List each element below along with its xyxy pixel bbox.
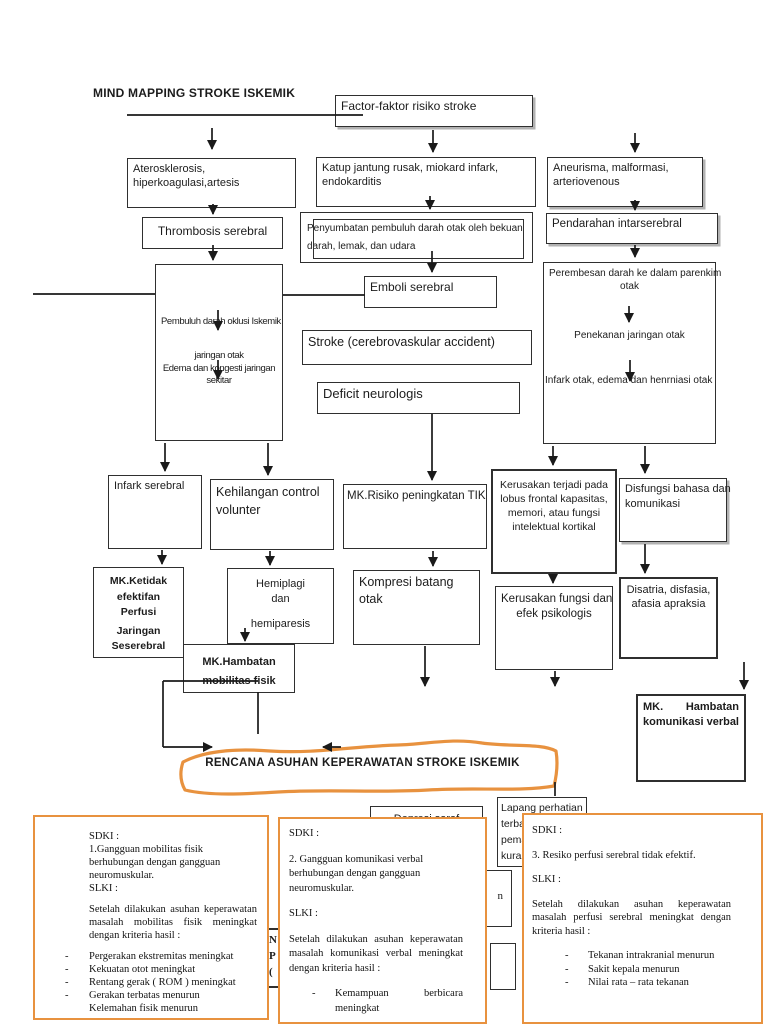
node-kerusakan-psikologis: Kerusakan fungsi dan efek psikologis: [495, 586, 613, 670]
node-penyumbatan: Penyumbatan pembuluh darah otak oleh bek…: [300, 212, 533, 263]
sdki-text: 2. Gangguan komunikasi verbal berhubunga…: [289, 853, 424, 894]
slki-label: SLKI :: [89, 883, 118, 894]
list-item: -Kekuatan otot meningkat: [65, 964, 196, 975]
node-mk-komunikasi-verbal: MK. Hambatan komunikasi verbal: [636, 694, 746, 782]
node-mk-perfusi: MK.Ketidak efektifan Perfusi Jaringan Se…: [93, 567, 184, 658]
node-kehilangan-control: Kehilangan control volunter: [210, 479, 334, 550]
list-item: -Gerakan terbatas menurun: [65, 990, 200, 1001]
node-pendarahan: Pendarahan intarserebral: [546, 213, 718, 244]
node-disfungsi-bahasa: Disfungsi bahasa dan komunikasi: [619, 478, 731, 542]
node-emboli: Emboli serebral: [364, 276, 497, 308]
list-item: -Tekanan intrakranial menurun: [565, 950, 715, 961]
plan-card-mobilitas: SDKI : 1.Gangguan mobilitas fisik berhub…: [33, 815, 269, 1020]
list-item: -Pergerakan ekstremitas meningkat: [65, 951, 234, 962]
fragment-bracket: [490, 943, 516, 990]
slki-text: Setelah dilakukan asuhan keperawatan mas…: [89, 904, 257, 941]
node-mk-mobilitas: MK.Hambatan mobilitas fisik: [183, 644, 295, 693]
sdki-text: 1.Gangguan mobilitas fisik berhubungan d…: [89, 844, 221, 881]
node-aneurisma: Aneurisma, malformasi, arteriovenous: [547, 157, 703, 207]
sdki-label: SDKI :: [89, 831, 120, 842]
page-title: MIND MAPPING STROKE ISKEMIK: [93, 86, 296, 100]
node-aterosklerosis: Aterosklerosis, hiperkoagulasi,artesis: [127, 158, 296, 208]
list-item: -Kemampuan berbicara meningkat: [312, 988, 463, 1014]
node-hemiplagi: Hemiplagi dan hemiparesis: [227, 568, 334, 644]
node-infark-serebral: Infark serebral: [108, 475, 202, 549]
node-risk-factors: Factor-faktor risiko stroke: [335, 95, 533, 127]
slki-text: Setelah dilakukan asuhan keperawatan mas…: [289, 933, 463, 974]
node-risk-factors-label: Factor-faktor risiko stroke: [341, 99, 477, 113]
plan-card-perfusi: SDKI : 3. Resiko perfusi serebral tidak …: [522, 813, 763, 1024]
list-item: Kelemahan fisik menurun: [89, 1003, 199, 1014]
sdki-label: SDKI :: [532, 825, 563, 836]
node-katup-jantung: Katup jantung rusak, miokard infark, end…: [316, 157, 536, 207]
slki-label: SLKI :: [289, 908, 318, 919]
node-kerusakan-lobus: Kerusakan terjadi pada lobus frontal kap…: [491, 469, 617, 574]
list-item: -Nilai rata – rata tekanan: [565, 977, 689, 988]
node-oklusi-iskemik: Pembuluh darah oklusi Iskemik jaringan o…: [155, 264, 283, 441]
node-kompresi-batang: Kompresi batang otak: [353, 570, 480, 645]
node-disatria: Disatria, disfasia, afasia apraksia: [619, 577, 718, 659]
sdki-label: SDKI :: [289, 828, 320, 839]
sdki-text: 3. Resiko perfusi serebral tidak efektif…: [532, 849, 696, 861]
node-thrombosis: Thrombosis serebral: [142, 217, 283, 249]
banner-title: RENCANA ASUHAN KEPERAWATAN STROKE ISKEMI…: [205, 757, 520, 769]
slki-text: Setelah dilakukan asuhan keperawatan mas…: [532, 898, 731, 937]
node-deficit-neurologis: Deficit neurologis: [317, 382, 520, 414]
list-item: -Sakit kepala menurun: [565, 963, 680, 975]
node-perembesan: Perembesan darah ke dalam parenkim otak …: [543, 262, 721, 444]
list-item: -Rentang gerak ( ROM ) meningkat: [65, 977, 236, 988]
node-mk-risiko-tik: MK.Risiko peningkatan TIK: [343, 484, 487, 549]
slki-label: SLKI :: [532, 874, 561, 885]
node-stroke: Stroke (cerebrovaskular accident): [302, 330, 532, 365]
plan-card-komunikasi: SDKI : 2. Gangguan komunikasi verbal ber…: [278, 817, 487, 1024]
